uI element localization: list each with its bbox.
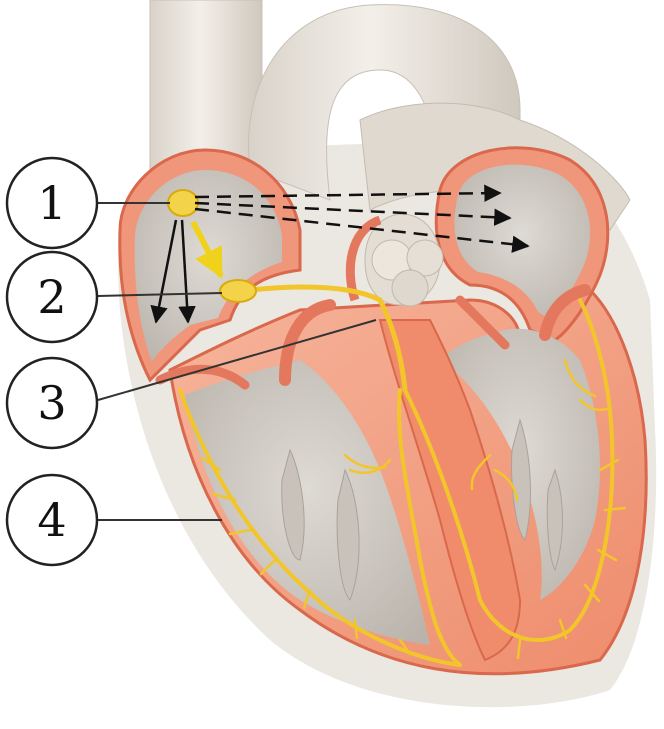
label-2: 2 — [7, 252, 97, 342]
av-node — [220, 280, 256, 302]
label-1: 1 — [7, 158, 97, 248]
label-3: 3 — [7, 358, 97, 448]
label-4: 4 — [7, 475, 97, 565]
label-text-1: 1 — [37, 176, 66, 230]
label-text-4: 4 — [37, 493, 66, 547]
sa-node — [168, 190, 198, 216]
label-text-2: 2 — [37, 270, 66, 324]
superior-vena-cava — [150, 0, 262, 170]
label-text-3: 3 — [37, 376, 66, 430]
